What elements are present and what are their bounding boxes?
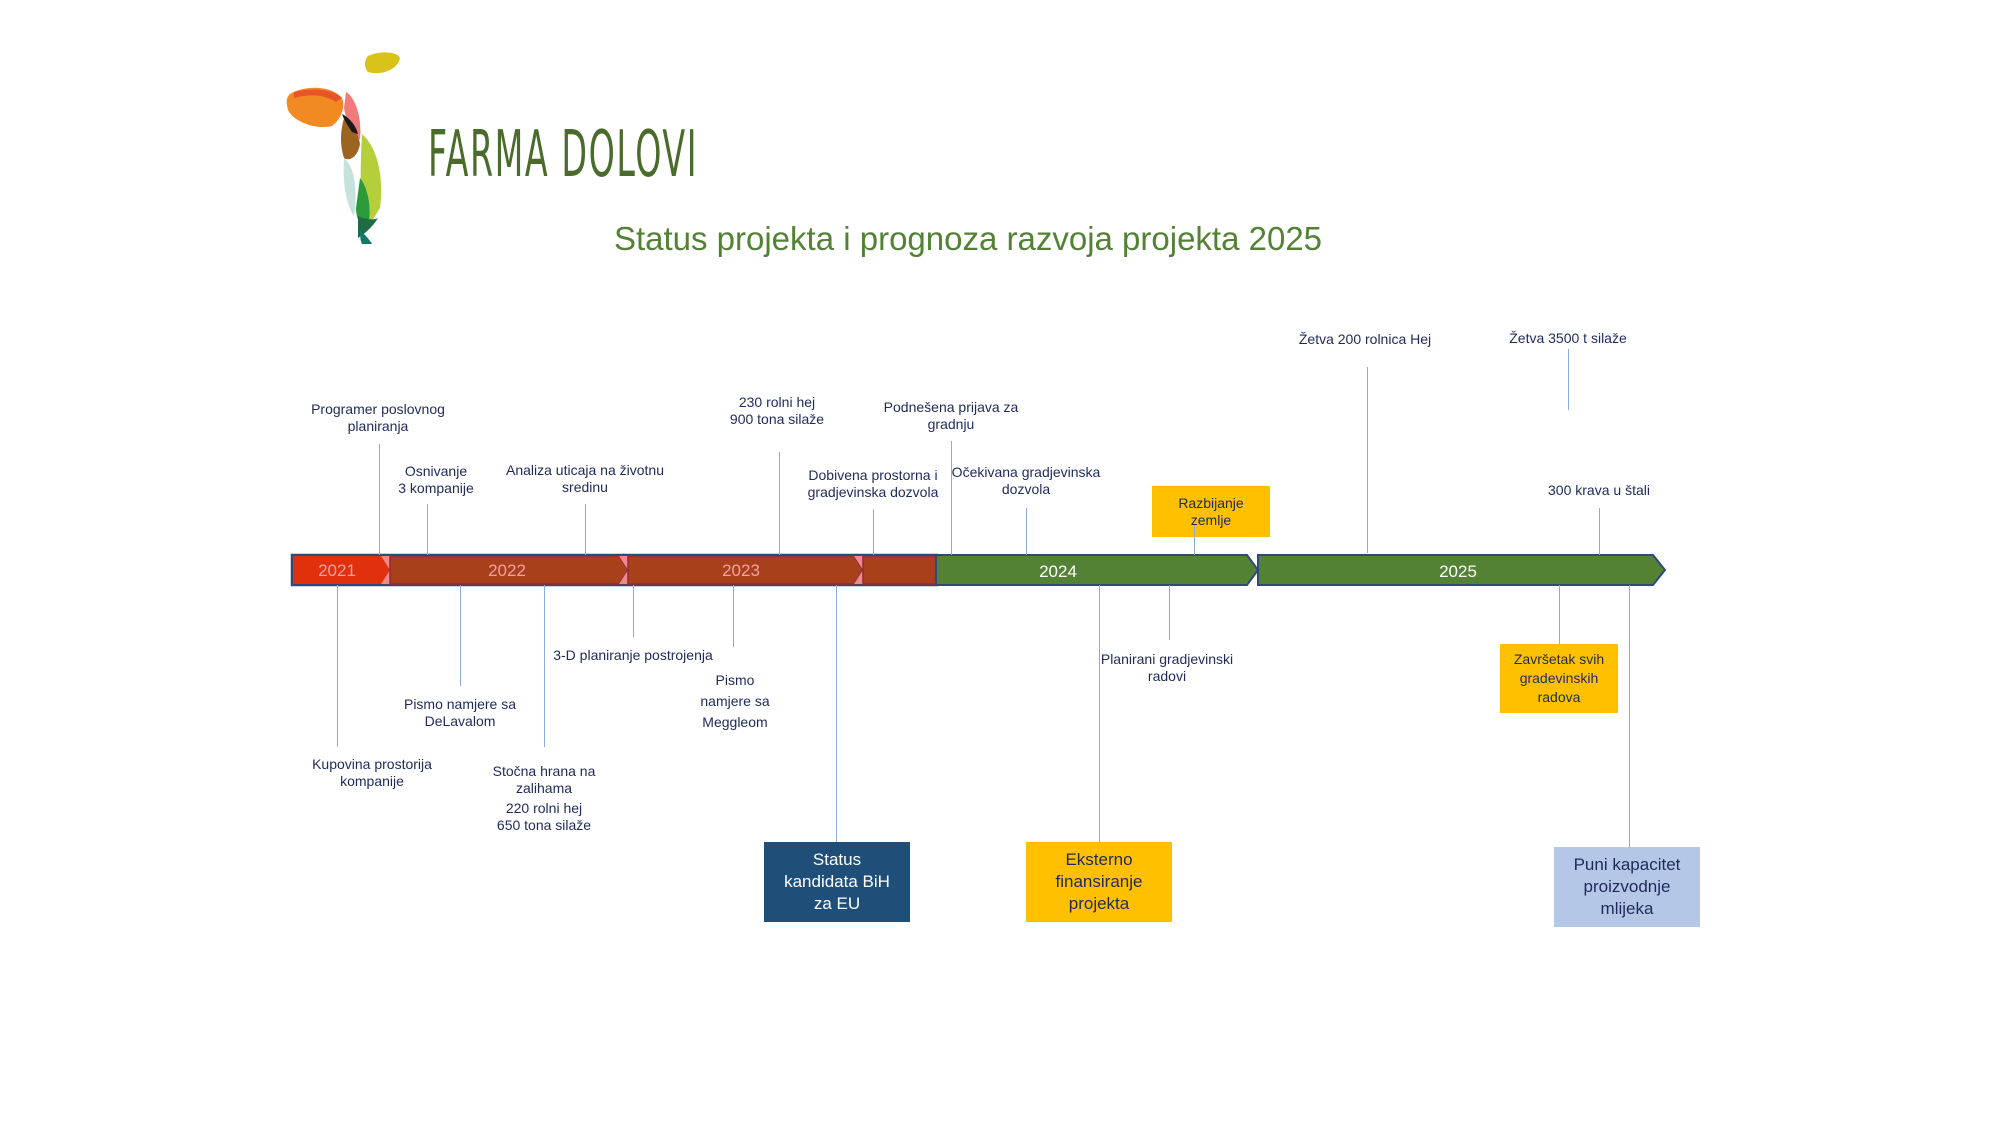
connector-line [1568, 349, 1569, 410]
year-segment-2025 [1257, 554, 1667, 586]
connector-line [460, 585, 461, 686]
connector-line [873, 509, 874, 555]
connector-line [1026, 508, 1027, 555]
milestone-zetva-3500: Žetva 3500 t silaže [1509, 330, 1627, 346]
connector-line [836, 585, 837, 842]
brand-name: FARMA DOLOVI [428, 118, 699, 192]
connector-line [337, 585, 338, 747]
farm-logo-icon [286, 52, 400, 244]
year-label-2021: 2021 [318, 561, 356, 580]
milestone-zetva-200: Žetva 200 rolnica Hej [1298, 331, 1432, 347]
year-segment-2024 [935, 554, 1260, 586]
milestone-300-krava: 300 krava u štali [1548, 482, 1650, 498]
connector-line [585, 504, 586, 555]
connector-line [1559, 585, 1560, 644]
milestone-3d-planiranje: 3-D planiranje postrojenja [553, 647, 713, 663]
connector-line [544, 585, 545, 747]
connector-line [379, 444, 380, 555]
year-label-2023: 2023 [722, 561, 760, 580]
connector-line [1629, 585, 1630, 847]
connector-line [1194, 525, 1195, 555]
timeline-bar: 2021 2022 2023 2024 2025 [290, 553, 1667, 587]
connector-line [733, 585, 734, 647]
connector-line [427, 504, 428, 555]
year-label-2024: 2024 [1039, 562, 1077, 581]
page-title: Status projekta i prognoza razvoja proje… [613, 220, 1323, 257]
year-label-2022: 2022 [488, 561, 526, 580]
year-segment-2021 [293, 556, 390, 584]
year-label-2025: 2025 [1439, 562, 1477, 581]
connector-line [951, 441, 952, 555]
connector-line [1599, 508, 1600, 555]
connector-line [1367, 367, 1368, 553]
connector-line [1099, 585, 1100, 842]
connector-line [633, 585, 634, 637]
connector-line [1169, 585, 1170, 640]
connector-line [779, 452, 780, 555]
